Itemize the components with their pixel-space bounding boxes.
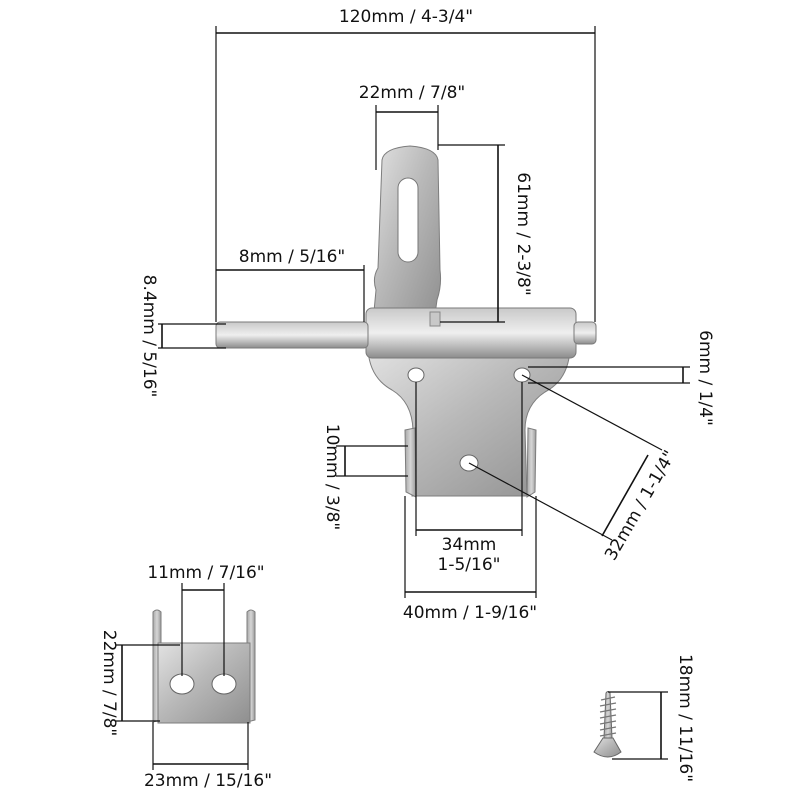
- screw-head: [593, 737, 622, 758]
- label-tab-height: 10mm / 3/8": [322, 424, 342, 530]
- label-strike-width: 22mm / 7/8": [359, 83, 465, 103]
- label-hole-spacing-diagonal: 32mm / 1-1/4": [601, 447, 680, 564]
- dim-hole-spacing-horizontal: 34mm 1-5/16": [415, 382, 523, 575]
- bolt-rod: [215, 321, 369, 349]
- left-tab: [404, 427, 417, 498]
- label-hole-diameter: 6mm / 1/4": [695, 330, 715, 426]
- label-keeper-hole-spacing: 11mm / 7/16": [147, 563, 264, 583]
- bolt-housing: [365, 307, 577, 359]
- bolt-handle: [429, 311, 441, 327]
- dim-strike-height: 61mm / 2-3/8": [438, 144, 533, 323]
- dim-base-width: 40mm / 1-9/16": [403, 496, 537, 623]
- label-bolt-diameter: 8.4mm / 5/16": [139, 275, 159, 398]
- dim-bolt-diameter: 8.4mm / 5/16": [139, 275, 226, 398]
- screw: [593, 691, 622, 758]
- latch-body: [215, 145, 597, 498]
- mounting-plate: [367, 349, 571, 497]
- label-hole-spacing-line1: 34mm: [442, 535, 497, 555]
- keeper-bracket: [152, 609, 256, 724]
- label-overall-length: 120mm / 4-3/4": [339, 7, 473, 27]
- dim-keeper-height: 22mm / 7/8": [99, 630, 180, 736]
- label-screw-length: 18mm / 11/16": [675, 654, 695, 782]
- label-base-width: 40mm / 1-9/16": [403, 603, 537, 623]
- strike-slot: [397, 177, 419, 263]
- label-hole-spacing-line2: 1-5/16": [438, 555, 501, 575]
- label-bolt-protrusion: 8mm / 5/16": [239, 247, 345, 267]
- dim-screw-length: 18mm / 11/16": [608, 654, 695, 782]
- right-tab: [526, 427, 537, 498]
- label-keeper-height: 22mm / 7/8": [99, 630, 119, 736]
- dim-strike-width: 22mm / 7/8": [359, 83, 465, 170]
- keeper-hole-right: [211, 673, 237, 695]
- dim-tab-height: 10mm / 3/8": [322, 424, 408, 530]
- label-strike-height: 61mm / 2-3/8": [513, 172, 533, 295]
- dim-hole-diameter: 6mm / 1/4": [528, 330, 715, 426]
- label-keeper-width: 23mm / 15/16": [144, 771, 272, 791]
- keeper-hole-left: [169, 673, 195, 695]
- dim-keeper-hole-spacing: 11mm / 7/16": [147, 563, 265, 676]
- dim-keeper-width: 23mm / 15/16": [144, 722, 272, 791]
- bolt-end: [573, 321, 597, 345]
- mount-hole-left: [407, 367, 425, 383]
- dim-overall-length: 120mm / 4-3/4": [215, 7, 596, 322]
- dim-bolt-protrusion: 8mm / 5/16": [216, 247, 365, 322]
